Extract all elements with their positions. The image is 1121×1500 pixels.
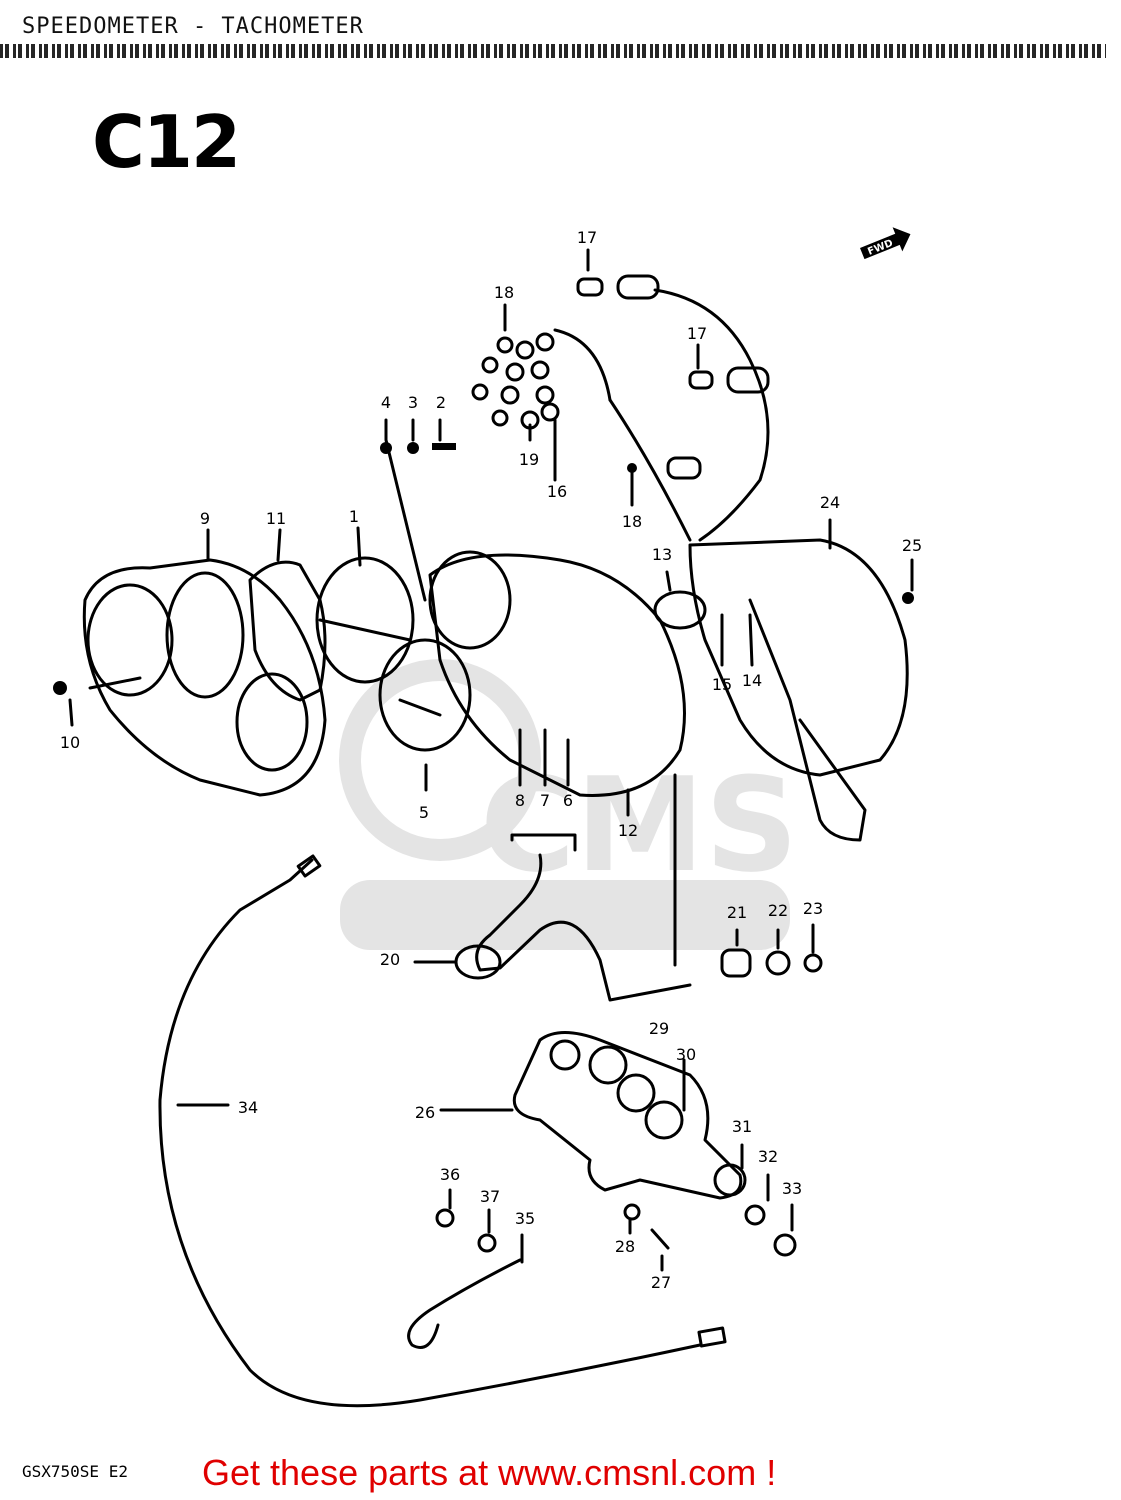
- tachometer: [378, 638, 472, 752]
- model-code: GSX750SE E2: [22, 1462, 128, 1481]
- part-callout-21: 21: [727, 903, 747, 922]
- diagram-code: C12: [92, 100, 241, 184]
- part-callout-17: 17: [687, 324, 707, 343]
- cta-link[interactable]: Get these parts at www.cmsnl.com !: [202, 1452, 777, 1493]
- spacer: [720, 948, 752, 978]
- part-callout-11: 11: [266, 509, 286, 528]
- part-callout-27: 27: [651, 1273, 671, 1292]
- meter-case: [428, 553, 686, 797]
- washer: [765, 950, 791, 976]
- rear-cover: [688, 538, 909, 777]
- part-callout-16: 16: [547, 482, 567, 501]
- bulb: [616, 274, 660, 300]
- part-callout-30: 30: [676, 1045, 696, 1064]
- part-callout-6: 6: [563, 791, 573, 810]
- part-callout-14: 14: [742, 671, 762, 690]
- header-rule: [0, 44, 1106, 58]
- part-callout-4: 4: [381, 393, 391, 412]
- part-callout-8: 8: [515, 791, 525, 810]
- bulb: [576, 277, 604, 297]
- part-callout-12: 12: [618, 821, 638, 840]
- part-callout-22: 22: [768, 901, 788, 920]
- part-callout-23: 23: [803, 899, 823, 918]
- bulb: [666, 456, 702, 480]
- part-callout-9: 9: [200, 509, 210, 528]
- part-callout-35: 35: [515, 1209, 535, 1228]
- part-callout-20: 20: [380, 950, 400, 969]
- part-callout-34: 34: [238, 1098, 258, 1117]
- cushion: [644, 1100, 684, 1140]
- cms-watermark-logo: CMS: [339, 659, 798, 950]
- part-callout-15: 15: [712, 675, 732, 694]
- part-callout-29: 29: [649, 1019, 669, 1038]
- part-callout-19: 19: [519, 450, 539, 469]
- part-callout-28: 28: [615, 1237, 635, 1256]
- wiring-harness: [653, 288, 770, 542]
- speedometer: [315, 556, 415, 684]
- cushion: [588, 1045, 628, 1085]
- part-callout-24: 24: [820, 493, 840, 512]
- spring: [407, 1258, 522, 1349]
- part-callout-18: 18: [494, 283, 514, 302]
- part-callout-3: 3: [408, 393, 418, 412]
- part-callout-13: 13: [652, 545, 672, 564]
- washer: [713, 1163, 747, 1197]
- part-callout-33: 33: [782, 1179, 802, 1198]
- svg-text:CMS: CMS: [480, 749, 798, 901]
- part-callout-37: 37: [480, 1187, 500, 1206]
- part-callout-32: 32: [758, 1147, 778, 1166]
- part-callout-10: 10: [60, 733, 80, 752]
- bulb: [688, 370, 714, 390]
- fwd-arrow-icon: FWD: [860, 227, 911, 260]
- part-callout-7: 7: [540, 791, 550, 810]
- part-callout-2: 2: [436, 393, 446, 412]
- bulb: [726, 366, 770, 394]
- meter-cover: [82, 558, 327, 797]
- page-title: SPEEDOMETER - TACHOMETER: [22, 14, 364, 39]
- socket: [653, 590, 707, 630]
- meter-bracket: [475, 833, 692, 1002]
- nut: [803, 953, 823, 973]
- part-callout-1: 1: [349, 507, 359, 526]
- header: SPEEDOMETER - TACHOMETER: [0, 0, 1121, 70]
- part-callout-31: 31: [732, 1117, 752, 1136]
- part-callout-18: 18: [622, 512, 642, 531]
- speedometer-cable: [158, 858, 702, 1408]
- bracket-plate: [512, 1031, 743, 1200]
- part-callout-26: 26: [415, 1103, 435, 1122]
- part-callout-25: 25: [902, 536, 922, 555]
- bulb-cluster: [471, 328, 612, 430]
- part-callout-17: 17: [577, 228, 597, 247]
- part-callout-5: 5: [419, 803, 429, 822]
- cushion: [616, 1073, 656, 1113]
- part-callout-36: 36: [440, 1165, 460, 1184]
